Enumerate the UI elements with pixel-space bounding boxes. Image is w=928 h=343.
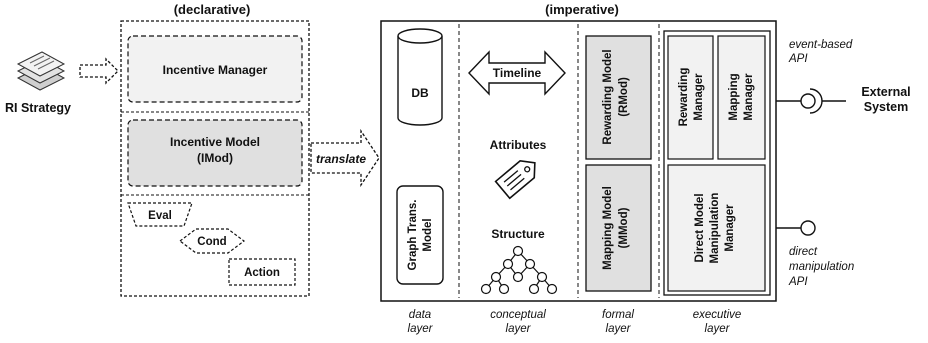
timeline-label: Timeline <box>493 66 542 80</box>
cond-shape <box>179 228 245 254</box>
event-api-lollipop-icon <box>800 93 816 109</box>
imperative-header: (imperative) <box>545 2 619 17</box>
conceptual-layer-label-2: layer <box>506 323 532 335</box>
attributes-label: Attributes <box>490 138 547 152</box>
ri-to-declarative-arrow <box>79 57 119 85</box>
db-label: DB <box>411 86 429 100</box>
mapping-manager-label-1: Mapping <box>728 73 740 120</box>
executive-layer-label-2: layer <box>705 323 731 335</box>
translate-label: translate <box>316 152 366 166</box>
incentive-model-label-2: (IMod) <box>197 151 233 165</box>
dmm-label-2: Manipulation <box>709 193 721 264</box>
timeline-double-arrow <box>468 50 566 96</box>
incentive-manager-label: Incentive Manager <box>163 63 268 77</box>
direct-api-label-2: manipulation <box>789 261 854 273</box>
graph-trans-model-box <box>396 185 444 285</box>
action-box <box>228 258 296 286</box>
rewarding-manager-label-1: Rewarding <box>678 68 690 127</box>
dmm-label-1: Direct Model <box>694 193 706 262</box>
rmod-label-2: (RMod) <box>618 77 630 117</box>
data-layer-label-1: data <box>409 309 431 321</box>
mmod-label-2: (MMod) <box>618 207 630 248</box>
cond-label: Cond <box>197 236 226 248</box>
rewarding-manager-label-2: Manager <box>693 73 705 121</box>
direct-api-lollipop-icon <box>800 220 816 236</box>
executive-layer-label-1: executive <box>693 309 742 321</box>
mapping-manager-box <box>717 35 766 160</box>
formal-layer-label-1: formal <box>602 309 634 321</box>
event-api-label-1: event-based <box>789 39 853 51</box>
formal-layer-label-2: layer <box>606 323 632 335</box>
rewarding-model-box <box>585 35 652 160</box>
document-stack-icon <box>16 51 66 91</box>
structure-label: Structure <box>491 227 545 241</box>
eval-label: Eval <box>148 210 172 222</box>
db-cylinder <box>397 28 443 126</box>
conceptual-layer-label-1: conceptual <box>490 309 546 321</box>
translate-arrow <box>310 128 380 188</box>
direct-api-label-1: direct <box>789 246 818 258</box>
ri-strategy-label: RI Strategy <box>5 101 71 115</box>
rewarding-manager-box <box>667 35 714 160</box>
mapping-manager-label-2: Manager <box>743 73 755 121</box>
mmod-label-1: Mapping Model <box>602 186 614 270</box>
graph-trans-label-2: Model <box>422 218 434 251</box>
graph-trans-label-1: Graph Trans. <box>407 200 419 271</box>
tag-icon <box>494 160 536 200</box>
incentive-model-label-1: Incentive Model <box>170 135 260 149</box>
incentive-model-box <box>127 119 303 187</box>
dmm-label-3: Manager <box>724 204 736 252</box>
rmod-label-1: Rewarding Model <box>602 49 614 144</box>
tree-structure-icon <box>480 245 558 295</box>
external-system-label-1: External <box>861 85 910 99</box>
declarative-header: (declarative) <box>174 2 251 17</box>
incentive-manager-box <box>127 35 303 103</box>
event-api-label-2: API <box>788 53 808 65</box>
action-label: Action <box>244 267 280 279</box>
direct-api-label-3: API <box>788 276 808 288</box>
eval-shape <box>127 202 193 227</box>
mapping-model-box <box>585 164 652 292</box>
direct-model-manipulation-manager-box <box>667 164 766 292</box>
external-system-label-2: System <box>864 100 908 114</box>
data-layer-label-2: layer <box>408 323 434 335</box>
